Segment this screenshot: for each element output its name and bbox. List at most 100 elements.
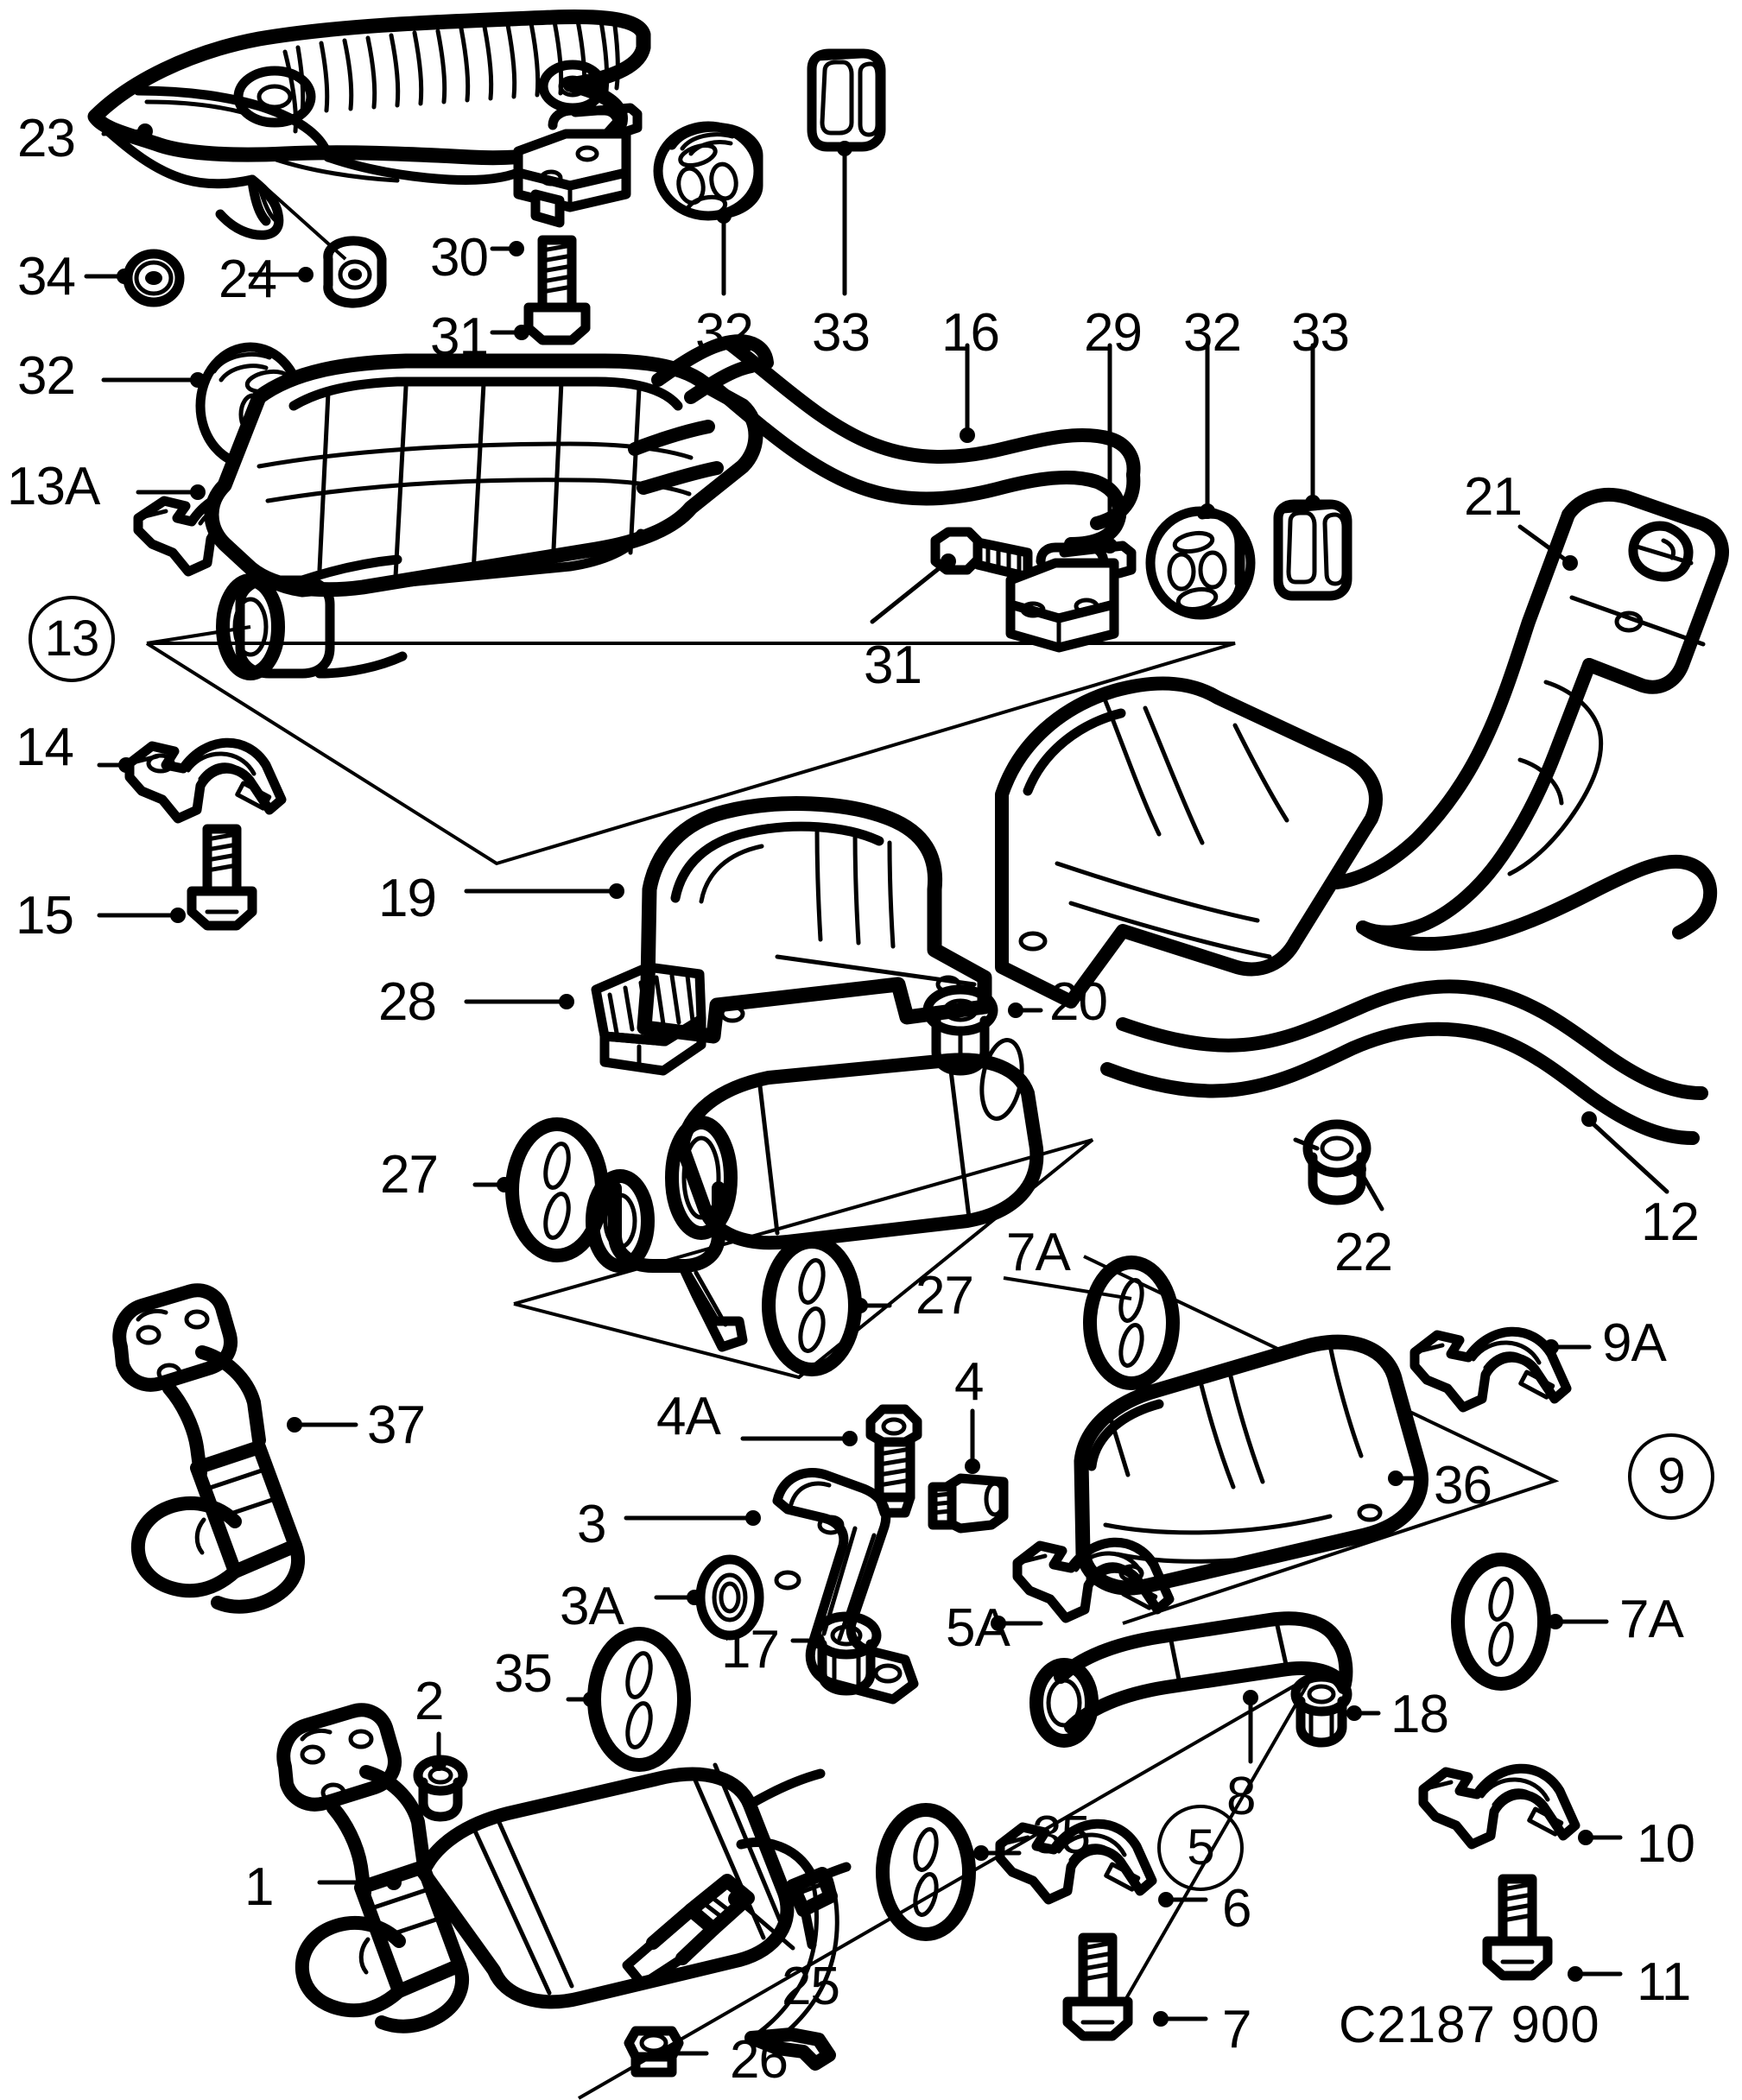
leader-21 (1517, 524, 1578, 571)
leader-15 (97, 908, 186, 923)
leader-7 (1153, 2011, 1208, 2027)
callout-33a: 33 (812, 303, 871, 363)
part-7-bolt (1062, 1932, 1133, 2041)
callout-2: 2 (415, 1672, 444, 1731)
callout-34: 34 (17, 247, 76, 307)
part-4A-bolt (865, 1404, 922, 1518)
part-16-tail-pipe (712, 337, 1141, 551)
leader-24-to-shield (262, 184, 347, 261)
leader-32-top (716, 208, 732, 296)
leader-3 (624, 1510, 761, 1526)
leader-8 (1243, 1690, 1258, 1764)
callout-19: 19 (378, 869, 437, 928)
part-29-bracket (1005, 541, 1137, 653)
leader-6 (1158, 1892, 1208, 1907)
leader-1 (317, 1875, 402, 1890)
part-7A-gasket-centre (1083, 1256, 1180, 1390)
part-15-bolt (187, 824, 257, 931)
leader-23 (101, 123, 153, 139)
part-9A-clamp (1409, 1326, 1572, 1413)
callout-20: 20 (1049, 972, 1108, 1032)
part-4-bolt (928, 1473, 1009, 1534)
callout-27b: 27 (915, 1266, 974, 1325)
part-5A-clamp (1012, 1537, 1175, 1623)
leader-33-top (837, 141, 852, 296)
leader-28 (464, 994, 574, 1009)
callout-31a: 31 (430, 307, 489, 367)
leader-27-lower (852, 1298, 892, 1313)
part-12-rear-pipe (1100, 979, 1708, 1145)
part-31-bolt-mid (930, 527, 1033, 582)
leader-10 (1578, 1830, 1623, 1845)
part-27-gasket-lower (762, 1235, 862, 1376)
part-32-mount-top (653, 121, 763, 221)
callout-1: 1 (244, 1857, 274, 1917)
callout-13A: 13A (7, 457, 100, 516)
callout-29: 29 (1084, 303, 1143, 363)
part-31-bolt-upper (523, 235, 591, 345)
part-13-rear-silencer (204, 334, 774, 680)
callout-14: 14 (16, 718, 74, 777)
callout-35a: 35 (494, 1644, 553, 1704)
leader-35-left (566, 1692, 599, 1707)
callout-35b: 35 (1032, 1806, 1091, 1865)
callout-8: 8 (1226, 1767, 1256, 1826)
leader-18 (1346, 1705, 1381, 1721)
leader-37 (287, 1417, 358, 1433)
leader-30 (490, 241, 524, 256)
callout-7Ab: 7A (1619, 1590, 1684, 1649)
callout-27a: 27 (380, 1145, 439, 1205)
part-24-grommet (323, 236, 387, 308)
callout-26: 26 (730, 2030, 789, 2090)
callout-32b: 32 (695, 303, 754, 363)
part-front-silencer (586, 1038, 1044, 1352)
callout-9: 9 (1628, 1433, 1714, 1520)
leader-32-right (1200, 343, 1215, 519)
callout-16: 16 (941, 303, 1000, 363)
callout-30: 30 (430, 228, 489, 288)
leader-17 (790, 1633, 825, 1648)
callout-4: 4 (954, 1352, 984, 1412)
callout-13: 13 (29, 596, 115, 682)
part-22-mounting (1293, 1119, 1371, 1205)
callout-37: 37 (367, 1395, 426, 1455)
leader-22 (1351, 1161, 1384, 1211)
callout-3A: 3A (560, 1577, 624, 1636)
leader-31-mid (870, 553, 956, 624)
part-6-clamp (995, 1819, 1157, 1905)
leader-20 (1008, 1003, 1043, 1018)
part-23-heat-shield (87, 9, 651, 240)
part-32-mount-right (1145, 506, 1256, 620)
part-21-lower-shield (995, 676, 1383, 1009)
leader-24 (248, 267, 314, 282)
callout-4A: 4A (656, 1387, 721, 1446)
callout-31b: 31 (864, 636, 922, 695)
callout-28: 28 (378, 972, 437, 1032)
callout-33b: 33 (1291, 303, 1350, 363)
callout-7: 7 (1222, 2000, 1251, 2059)
leader-7A-centre (1003, 1276, 1132, 1300)
callout-23: 23 (17, 109, 76, 168)
callout-32c: 32 (1183, 303, 1242, 363)
leader-11 (1568, 1966, 1623, 1982)
leader-13 (146, 625, 251, 645)
callout-25: 25 (782, 1957, 840, 2016)
leader-33-right (1305, 343, 1321, 510)
callout-22: 22 (1334, 1223, 1393, 1282)
callout-9A: 9A (1602, 1313, 1667, 1373)
callout-18: 18 (1390, 1685, 1449, 1744)
callout-32a: 32 (17, 346, 76, 406)
callout-11: 11 (1637, 1952, 1691, 2012)
leader-19 (464, 883, 624, 899)
leader-16 (960, 343, 975, 443)
part-19-heat-shield (637, 796, 992, 1044)
leader-32-left (101, 372, 206, 388)
leader-29 (1102, 343, 1118, 553)
leader-9A (1543, 1339, 1592, 1355)
callout-17: 17 (721, 1620, 780, 1679)
part-1-front-pipe-catalyst (276, 1703, 852, 2034)
callout-6: 6 (1222, 1879, 1251, 1939)
part-34-washer (123, 249, 185, 307)
part-17-nut (811, 1611, 882, 1696)
part-37-front-pipe (112, 1283, 305, 1614)
